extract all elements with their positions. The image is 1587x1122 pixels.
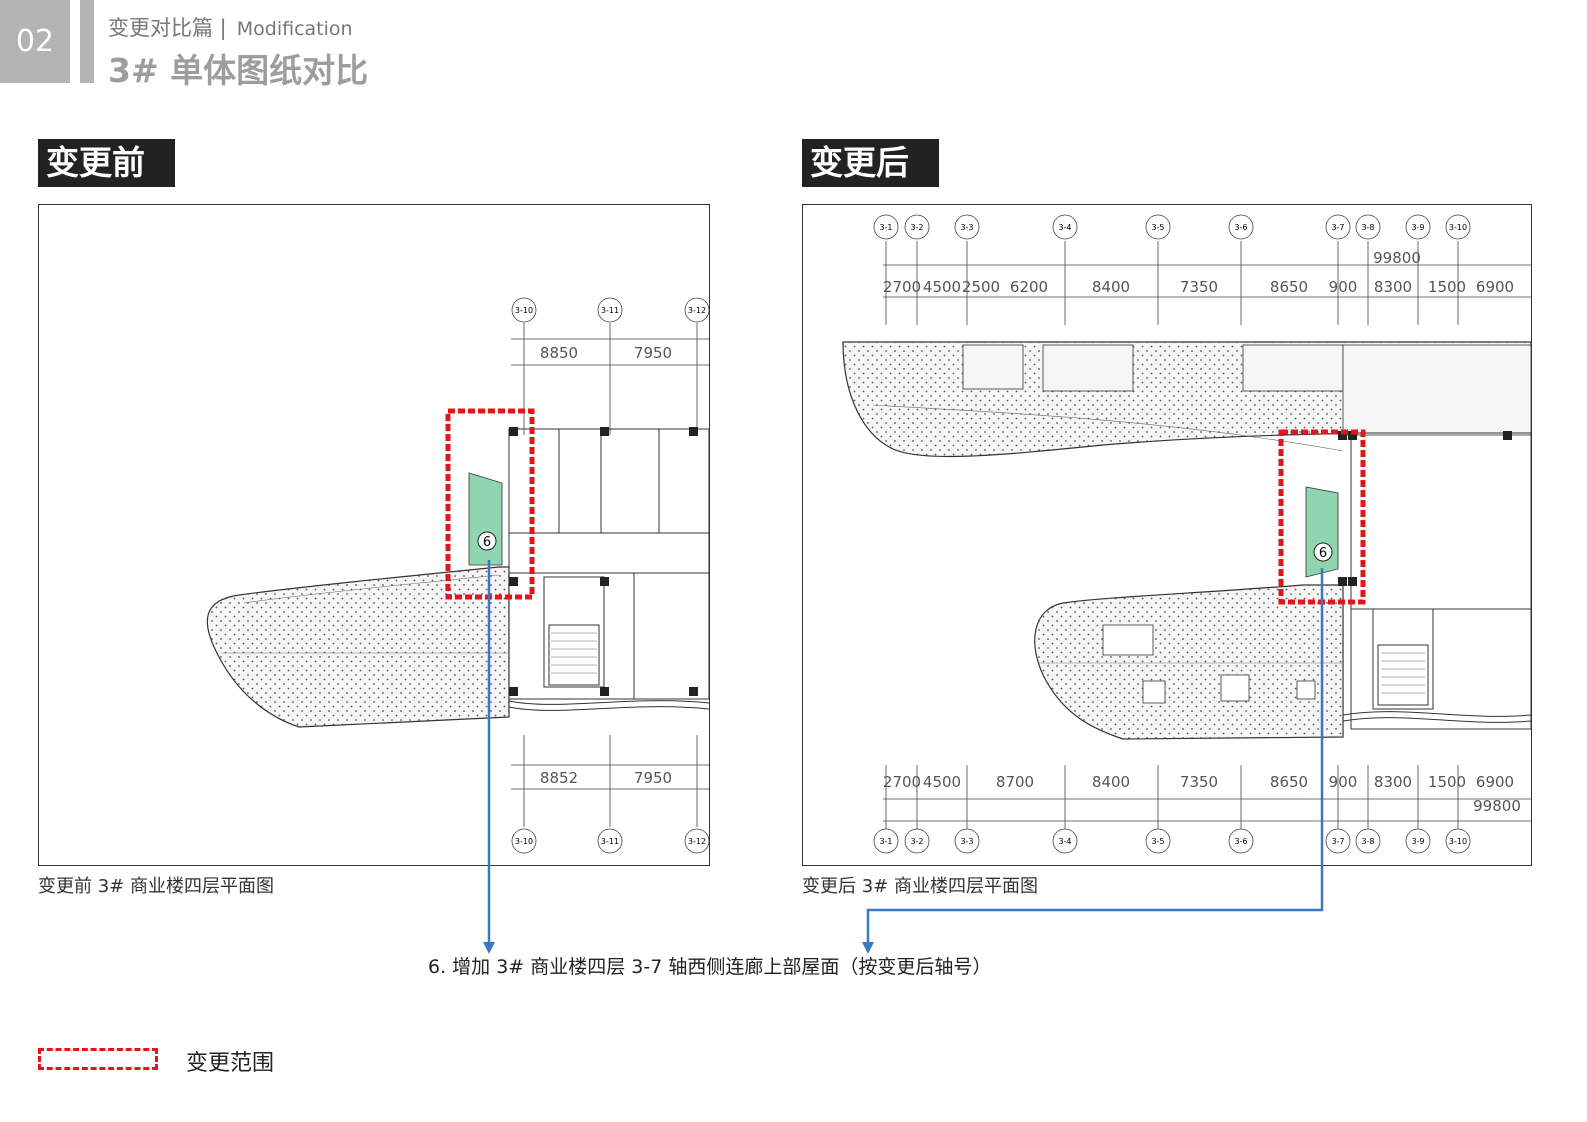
after-change-area — [1305, 486, 1339, 578]
before-building — [508, 428, 709, 700]
after-axis-label: 3-8 — [1361, 223, 1374, 232]
after-axis-top — [873, 214, 1471, 240]
before-axis-label: 3-10 — [515, 837, 533, 846]
after-dim: 900 — [1329, 278, 1358, 296]
after-marker: 6 — [1319, 546, 1327, 561]
legend-label: 变更范围 — [186, 1051, 275, 1076]
after-dim: 8300 — [1374, 773, 1412, 791]
before-terrace — [206, 566, 510, 728]
after-dim: 8700 — [996, 773, 1034, 791]
after-dim: 8650 — [1270, 773, 1308, 791]
after-building — [1350, 432, 1531, 730]
before-axis-label: 3-11 — [601, 306, 619, 315]
before-axis-top: 3-10 3-11 3-12 — [511, 297, 709, 323]
after-floor-plan-drawing: 3-1 3-2 3-3 3-4 3-5 3-6 3-7 3-8 3-9 3-10… — [842, 214, 1531, 854]
after-axis-label: 3-10 — [1449, 837, 1467, 846]
after-caption: 变更后 3# 商业楼四层平面图 — [802, 876, 1038, 897]
after-dim: 7350 — [1180, 278, 1218, 296]
after-axis-label: 3-6 — [1234, 223, 1247, 232]
after-total-dim: 99800 — [1373, 249, 1421, 267]
before-floor-plan: 3-10 3-11 3-12 3-10 3-11 3-12 8850 7950 … — [38, 204, 710, 866]
after-dim: 1500 — [1428, 773, 1466, 791]
after-axis-label: 3-5 — [1151, 837, 1164, 846]
before-axis-label: 3-12 — [688, 837, 706, 846]
after-dim: 900 — [1329, 773, 1358, 791]
before-dim: 7950 — [634, 344, 672, 362]
legend-dashed-box-icon — [38, 1048, 158, 1070]
before-dim: 8850 — [540, 344, 578, 362]
header-subtitle-en: Modification — [236, 18, 353, 40]
before-dim: 7950 — [634, 769, 672, 787]
before-floor-plan-drawing: 3-10 3-11 3-12 3-10 3-11 3-12 8850 7950 … — [206, 297, 709, 854]
after-axis-label: 3-8 — [1361, 837, 1374, 846]
after-axis-label: 3-9 — [1411, 837, 1424, 846]
before-marker: 6 — [483, 535, 491, 550]
header-subtitle-cn: 变更对比篇 | — [108, 16, 227, 40]
after-dim: 6200 — [1010, 278, 1048, 296]
after-axis-label: 3-4 — [1058, 223, 1071, 232]
after-dim: 8400 — [1092, 773, 1130, 791]
after-total-dim: 99800 — [1473, 797, 1521, 815]
before-change-area — [468, 472, 503, 566]
before-dim: 8852 — [540, 769, 578, 787]
before-axis-bottom: 3-10 3-11 3-12 — [511, 828, 709, 854]
after-dim: 6900 — [1476, 278, 1514, 296]
after-axis-label: 3-9 — [1411, 223, 1424, 232]
after-axis-label: 3-2 — [910, 223, 923, 232]
before-caption: 变更前 3# 商业楼四层平面图 — [38, 876, 274, 897]
header-divider-bar — [80, 0, 94, 83]
after-axis-label: 3-4 — [1058, 837, 1071, 846]
after-dim: 4500 — [923, 773, 961, 791]
before-axis-label: 3-10 — [515, 306, 533, 315]
after-axis-label: 3-10 — [1449, 223, 1467, 232]
change-note: 6. 增加 3# 商业楼四层 3-7 轴西侧连廊上部屋面（按变更后轴号） — [428, 956, 992, 978]
header-subtitle: 变更对比篇 | Modification — [108, 12, 353, 42]
after-floor-plan: 3-1 3-2 3-3 3-4 3-5 3-6 3-7 3-8 3-9 3-10… — [802, 204, 1532, 866]
after-tag: 变更后 — [802, 139, 939, 187]
section-number-box: 02 — [0, 0, 70, 83]
before-axis-label: 3-12 — [688, 306, 706, 315]
after-axis-label: 3-3 — [960, 837, 973, 846]
after-lower-terrace — [1034, 584, 1344, 740]
after-dim: 7350 — [1180, 773, 1218, 791]
after-dim: 8400 — [1092, 278, 1130, 296]
after-dim: 2500 — [962, 278, 1000, 296]
after-axis-label: 3-2 — [910, 837, 923, 846]
after-axis-label: 3-7 — [1331, 837, 1344, 846]
after-axis-label: 3-5 — [1151, 223, 1164, 232]
after-axis-label: 3-6 — [1234, 837, 1247, 846]
before-axis-label: 3-11 — [601, 837, 619, 846]
after-dim: 2700 — [883, 278, 921, 296]
after-dim: 6900 — [1476, 773, 1514, 791]
after-dim: 8650 — [1270, 278, 1308, 296]
page-title: 3# 单体图纸对比 — [108, 51, 369, 90]
after-axis-label: 3-1 — [879, 223, 892, 232]
after-dim: 2700 — [883, 773, 921, 791]
after-dim: 8300 — [1374, 278, 1412, 296]
after-dim: 4500 — [923, 278, 961, 296]
before-tag: 变更前 — [38, 139, 175, 187]
after-axis-label: 3-3 — [960, 223, 973, 232]
after-axis-label: 3-7 — [1331, 223, 1344, 232]
after-dim: 1500 — [1428, 278, 1466, 296]
after-axis-label: 3-1 — [879, 837, 892, 846]
